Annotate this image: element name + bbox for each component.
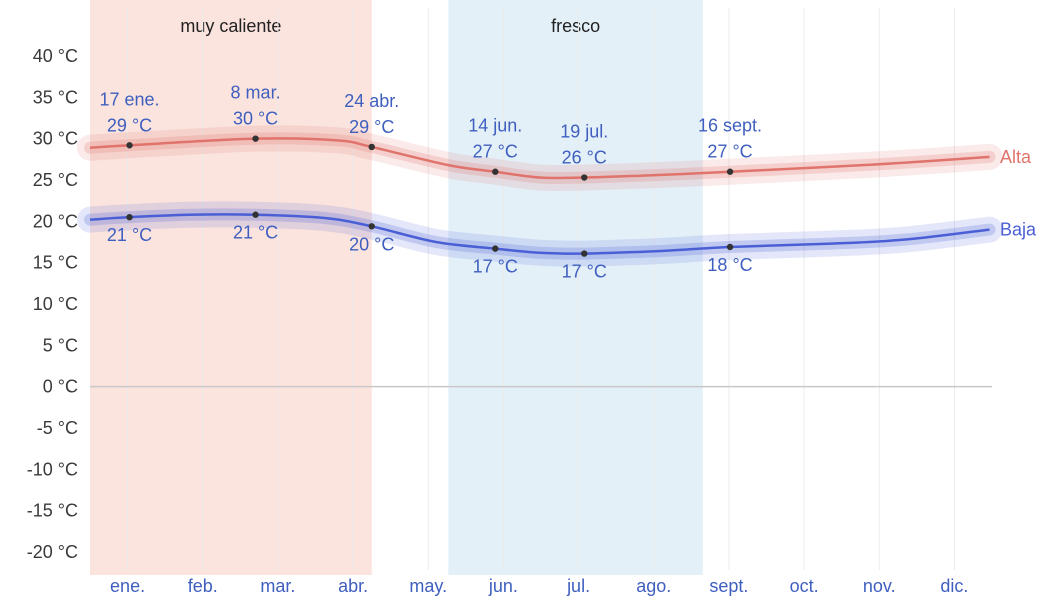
month-label: ago. [636, 576, 671, 596]
season-bands: muy caliente fresco [90, 0, 703, 575]
annotation-date: 24 abr. [344, 91, 399, 111]
annotation-date: 8 mar. [231, 83, 281, 103]
annotation-value: 17 °C [562, 262, 607, 282]
annotation-date: 19 jul. [560, 122, 608, 142]
annotations: Alta 17 ene. 29 °C 8 mar. 30 °C 24 abr. 29 °C 1… [100, 83, 1038, 282]
month-label: ene. [110, 576, 145, 596]
data-point [252, 135, 259, 142]
month-label: jul. [566, 576, 590, 596]
month-label: nov. [863, 576, 896, 596]
y-tick-label: 40 °C [33, 46, 78, 66]
y-tick-label: 15 °C [33, 253, 78, 273]
month-label: dic. [940, 576, 968, 596]
data-point [126, 214, 133, 221]
y-tick-label: -20 °C [27, 542, 78, 562]
annotation-date: 16 sept. [698, 116, 762, 136]
data-point [126, 142, 133, 149]
series-name-label: Baja [1000, 220, 1037, 240]
annotation-value: 18 °C [707, 255, 752, 275]
month-label: oct. [790, 576, 819, 596]
season-band-label: muy caliente [180, 16, 281, 36]
data-point [581, 174, 588, 181]
data-point [252, 211, 259, 218]
annotation-value: 26 °C [562, 148, 607, 168]
data-point [492, 245, 499, 252]
annotation-date: 17 ene. [100, 89, 160, 109]
data-point [726, 168, 734, 175]
month-label: sept. [709, 576, 748, 596]
y-tick-label: 10 °C [33, 294, 78, 314]
data-point [492, 168, 499, 175]
annotation-value: 17 °C [473, 257, 518, 277]
y-tick-label: 30 °C [33, 129, 78, 149]
y-tick-label: -10 °C [27, 459, 78, 479]
annotation-value: 29 °C [107, 115, 152, 135]
annotation-value: 21 °C [233, 223, 278, 243]
y-tick-label: 0 °C [43, 377, 78, 397]
y-tick-label: -15 °C [27, 501, 78, 521]
series-name-label: Alta [1000, 147, 1032, 167]
data-point [368, 143, 375, 151]
annotation-value: 27 °C [707, 142, 752, 162]
annotation-value: 27 °C [473, 142, 518, 162]
season-band [448, 0, 703, 575]
month-label: feb. [188, 576, 218, 596]
y-tick-label: 20 °C [33, 211, 78, 231]
season-band-label: fresco [551, 16, 600, 36]
data-point [581, 250, 588, 257]
y-tick-label: 25 °C [33, 170, 78, 190]
month-label: mar. [260, 576, 295, 596]
annotation-date: 14 jun. [468, 116, 522, 136]
data-point [368, 223, 375, 230]
month-label: abr. [338, 576, 368, 596]
x-axis: ene. feb. mar. abr. may. jun. jul. ago. sept. oct… [110, 576, 968, 596]
grid-lines [90, 8, 992, 570]
data-point [726, 243, 734, 251]
y-axis: -20 °C -15 °C -10 °C -5 °C 0 °C 5 °C 10 °C 15 °… [27, 46, 78, 562]
month-label: may. [409, 576, 447, 596]
annotation-value: 20 °C [349, 234, 394, 254]
y-tick-label: -5 °C [37, 418, 78, 438]
y-tick-label: 35 °C [33, 87, 78, 107]
annotation-value: 30 °C [233, 109, 278, 129]
month-label: jun. [488, 576, 518, 596]
annotation-value: 21 °C [107, 225, 152, 245]
season-band [90, 0, 372, 575]
series-line [89, 213, 990, 255]
annotation-value: 29 °C [349, 117, 394, 137]
y-tick-label: 5 °C [43, 335, 78, 355]
